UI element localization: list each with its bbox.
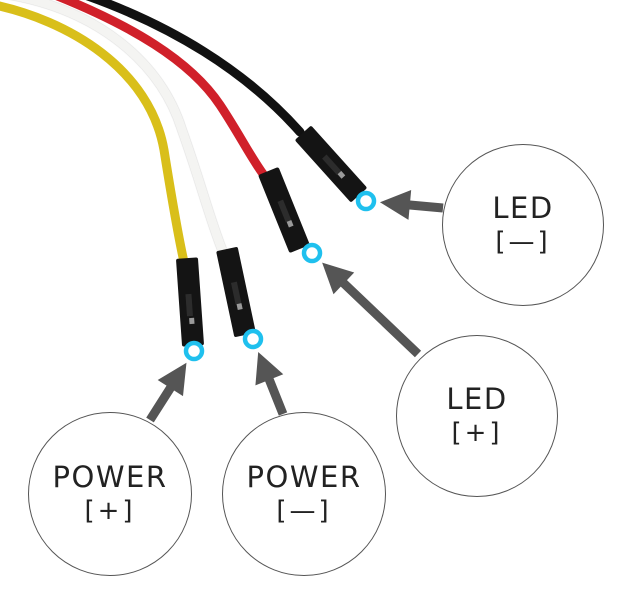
connector-yellow bbox=[176, 257, 204, 347]
label-power-plus: POWER [+] bbox=[28, 412, 192, 576]
label-polarity: [+] bbox=[451, 418, 503, 449]
label-led-minus: LED [—] bbox=[442, 144, 604, 306]
wire-black bbox=[85, 0, 305, 137]
arrow-led-plus bbox=[322, 262, 422, 358]
pin-marker-led-minus bbox=[355, 190, 377, 212]
wires-layer bbox=[0, 0, 305, 267]
arrow-power-minus bbox=[255, 351, 288, 416]
label-polarity: [—] bbox=[495, 227, 551, 258]
connector-red bbox=[258, 167, 310, 253]
label-title: POWER bbox=[246, 460, 362, 495]
wire-red bbox=[55, 0, 271, 183]
arrow-power-plus bbox=[146, 362, 187, 423]
pin-marker-power-minus bbox=[242, 328, 264, 350]
label-polarity: [+] bbox=[84, 496, 136, 527]
wire-white bbox=[12, 0, 228, 257]
label-led-plus: LED [+] bbox=[396, 335, 558, 497]
label-title: POWER bbox=[52, 460, 168, 495]
pin-marker-led-plus bbox=[301, 242, 323, 264]
arrow-led-minus bbox=[379, 190, 444, 220]
pin-markers-layer bbox=[183, 190, 377, 362]
pin-marker-power-plus bbox=[183, 340, 205, 362]
label-title: LED bbox=[492, 191, 554, 226]
connector-black bbox=[295, 126, 367, 202]
label-polarity: [—] bbox=[276, 496, 332, 527]
connectors-layer bbox=[176, 126, 367, 347]
label-title: LED bbox=[446, 382, 508, 417]
arrows-layer bbox=[146, 190, 444, 423]
connector-white bbox=[216, 247, 256, 337]
wire-yellow bbox=[0, 1, 189, 267]
label-power-minus: POWER [—] bbox=[222, 412, 386, 576]
